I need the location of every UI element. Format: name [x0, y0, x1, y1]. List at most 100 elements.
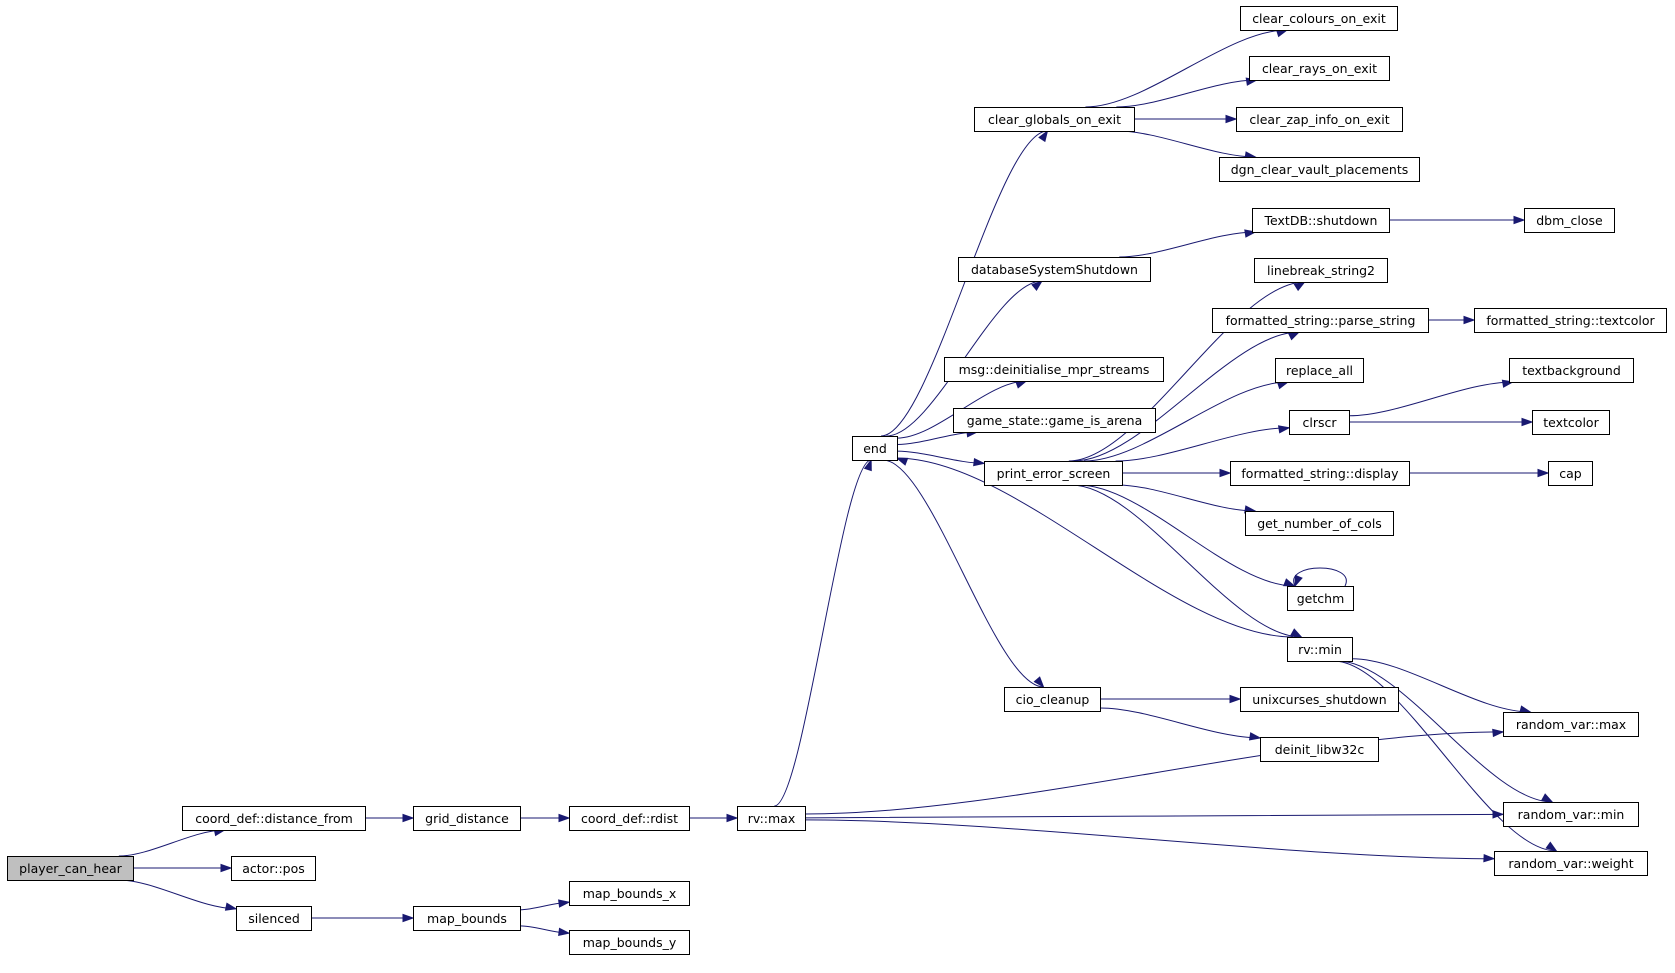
node-map-bounds-x[interactable]: map_bounds_x [569, 881, 690, 906]
node-label: end [863, 441, 887, 456]
node-dbm-close[interactable]: dbm_close [1524, 208, 1615, 233]
node-cio-cleanup[interactable]: cio_cleanup [1004, 687, 1101, 712]
node-random-var-weight[interactable]: random_var::weight [1494, 851, 1648, 876]
node-player-can-hear[interactable]: player_can_hear [7, 856, 134, 881]
node-label: player_can_hear [19, 861, 123, 876]
edge-line [1293, 567, 1347, 587]
node-box [958, 257, 1151, 282]
node-replace-all[interactable]: replace_all [1275, 358, 1364, 383]
node-box [231, 856, 316, 881]
edge-arrowhead [1033, 676, 1045, 689]
node-actor-pos[interactable]: actor::pos [231, 856, 316, 881]
node-box [1249, 56, 1390, 81]
node-get-number-of-cols[interactable]: get_number_of_cols [1245, 511, 1394, 536]
node-label: TextDB::shutdown [1264, 213, 1378, 228]
node-random-var-min[interactable]: random_var::min [1503, 802, 1639, 827]
edge-cio_cleanup-to-deinit_libw32c [1099, 707, 1262, 741]
node-map-bounds[interactable]: map_bounds [413, 906, 521, 931]
edge-line [774, 459, 872, 807]
node-coord-def-distance-from[interactable]: coord_def::distance_from [182, 806, 366, 831]
edge-arrowhead [558, 813, 571, 823]
node-textdb-shutdown[interactable]: TextDB::shutdown [1252, 208, 1390, 233]
edge-clrscr-to-textcolor [1348, 417, 1534, 427]
node-label: clear_rays_on_exit [1262, 61, 1377, 76]
edge-line [1085, 29, 1288, 108]
edge-line [1119, 231, 1256, 258]
edge-arrowhead [1483, 854, 1496, 863]
node-msg-deinitialise-mpr-streams[interactable]: msg::deinitialise_mpr_streams [944, 357, 1164, 382]
node-rv-min[interactable]: rv::min [1287, 637, 1353, 662]
edge-arrowhead [973, 457, 986, 467]
node-box [984, 461, 1123, 486]
edge-rv_min-to-end [895, 457, 1293, 638]
node-cap[interactable]: cap [1548, 461, 1593, 486]
node-unixcurses-shutdown[interactable]: unixcurses_shutdown [1240, 687, 1399, 712]
edge-arrowhead [1519, 705, 1532, 714]
node-box [1240, 6, 1398, 31]
edge-line [896, 450, 985, 464]
edge-line [118, 879, 237, 910]
node-clear-colours-on-exit[interactable]: clear_colours_on_exit [1240, 6, 1398, 31]
edge-print_error_screen-to-formatted_string_display [1122, 468, 1232, 478]
node-getchm[interactable]: getchm [1287, 586, 1354, 611]
edge-player_can_hear-to-coord_def_distance_from [118, 827, 227, 857]
node-linebreak-string2[interactable]: linebreak_string2 [1254, 258, 1388, 283]
edge-arrowhead [1293, 281, 1306, 292]
node-deinit-libw32c[interactable]: deinit_libw32c [1260, 737, 1379, 762]
node-label: random_var::min [1518, 807, 1625, 822]
node-box [7, 856, 134, 881]
node-box [1275, 358, 1364, 383]
node-silenced[interactable]: silenced [236, 906, 312, 931]
edge-line [881, 130, 1048, 437]
node-box [569, 930, 690, 955]
node-rv-max[interactable]: rv::max [737, 806, 806, 831]
node-coord-def-rdist[interactable]: coord_def::rdist [569, 806, 690, 831]
node-formatted-string-display[interactable]: formatted_string::display [1230, 461, 1410, 486]
node-box [1287, 637, 1353, 662]
node-dgn-clear-vault-placements[interactable]: dgn_clear_vault_placements [1219, 157, 1420, 182]
node-databasesystemshutdown[interactable]: databaseSystemShutdown [958, 257, 1151, 282]
node-random-var-max[interactable]: random_var::max [1503, 712, 1639, 737]
node-box [1254, 258, 1388, 283]
node-clrscr[interactable]: clrscr [1289, 410, 1350, 435]
node-map-bounds-y[interactable]: map_bounds_y [569, 930, 690, 955]
edge-line [896, 457, 1293, 638]
edge-map_bounds-to-map_bounds_x [519, 899, 571, 911]
node-textcolor[interactable]: textcolor [1532, 410, 1610, 435]
node-box [1230, 461, 1410, 486]
node-box [1503, 802, 1639, 827]
node-print-error-screen[interactable]: print_error_screen [984, 461, 1123, 486]
node-label: map_bounds_y [583, 935, 677, 950]
node-box [569, 881, 690, 906]
node-formatted-string-parse-string[interactable]: formatted_string::parse_string [1212, 308, 1429, 333]
node-box [1494, 851, 1648, 876]
node-label: map_bounds [427, 911, 507, 926]
node-textbackground[interactable]: textbackground [1509, 358, 1634, 383]
edge-rv_max-to-random_var_weight [804, 819, 1496, 863]
edge-clear_globals_on_exit-to-clear_rays_on_exit [1116, 77, 1259, 108]
node-label: unixcurses_shutdown [1252, 692, 1386, 707]
node-label: formatted_string::parse_string [1226, 313, 1416, 328]
node-clear-rays-on-exit[interactable]: clear_rays_on_exit [1249, 56, 1390, 81]
edge-rv_max-to-random_var_min [804, 810, 1505, 819]
node-end[interactable]: end [852, 436, 898, 461]
node-clear-globals-on-exit[interactable]: clear_globals_on_exit [974, 107, 1135, 132]
node-grid-distance[interactable]: grid_distance [413, 806, 521, 831]
edge-line [1071, 484, 1302, 638]
node-game-state-game-is-arena[interactable]: game_state::game_is_arena [953, 408, 1156, 433]
node-label: formatted_string::display [1241, 466, 1399, 481]
node-formatted-string-textcolor[interactable]: formatted_string::textcolor [1474, 308, 1667, 333]
edge-line [1351, 658, 1531, 713]
edge-line [1078, 484, 1295, 587]
edge-arrowhead [1038, 129, 1049, 143]
edge-print_error_screen-to-formatted_string_parse_string [1073, 331, 1301, 462]
node-clear-zap-info-on-exit[interactable]: clear_zap_info_on_exit [1236, 107, 1403, 132]
edge-arrowhead [895, 457, 909, 466]
node-box [1260, 737, 1379, 762]
node-label: rv::max [748, 811, 796, 826]
edge-arrowhead [1521, 417, 1534, 427]
node-label: grid_distance [425, 811, 509, 826]
edge-formatted_string_display-to-cap [1409, 468, 1550, 478]
node-label: rv::min [1298, 642, 1342, 657]
edge-print_error_screen-to-getchm [1078, 484, 1296, 587]
